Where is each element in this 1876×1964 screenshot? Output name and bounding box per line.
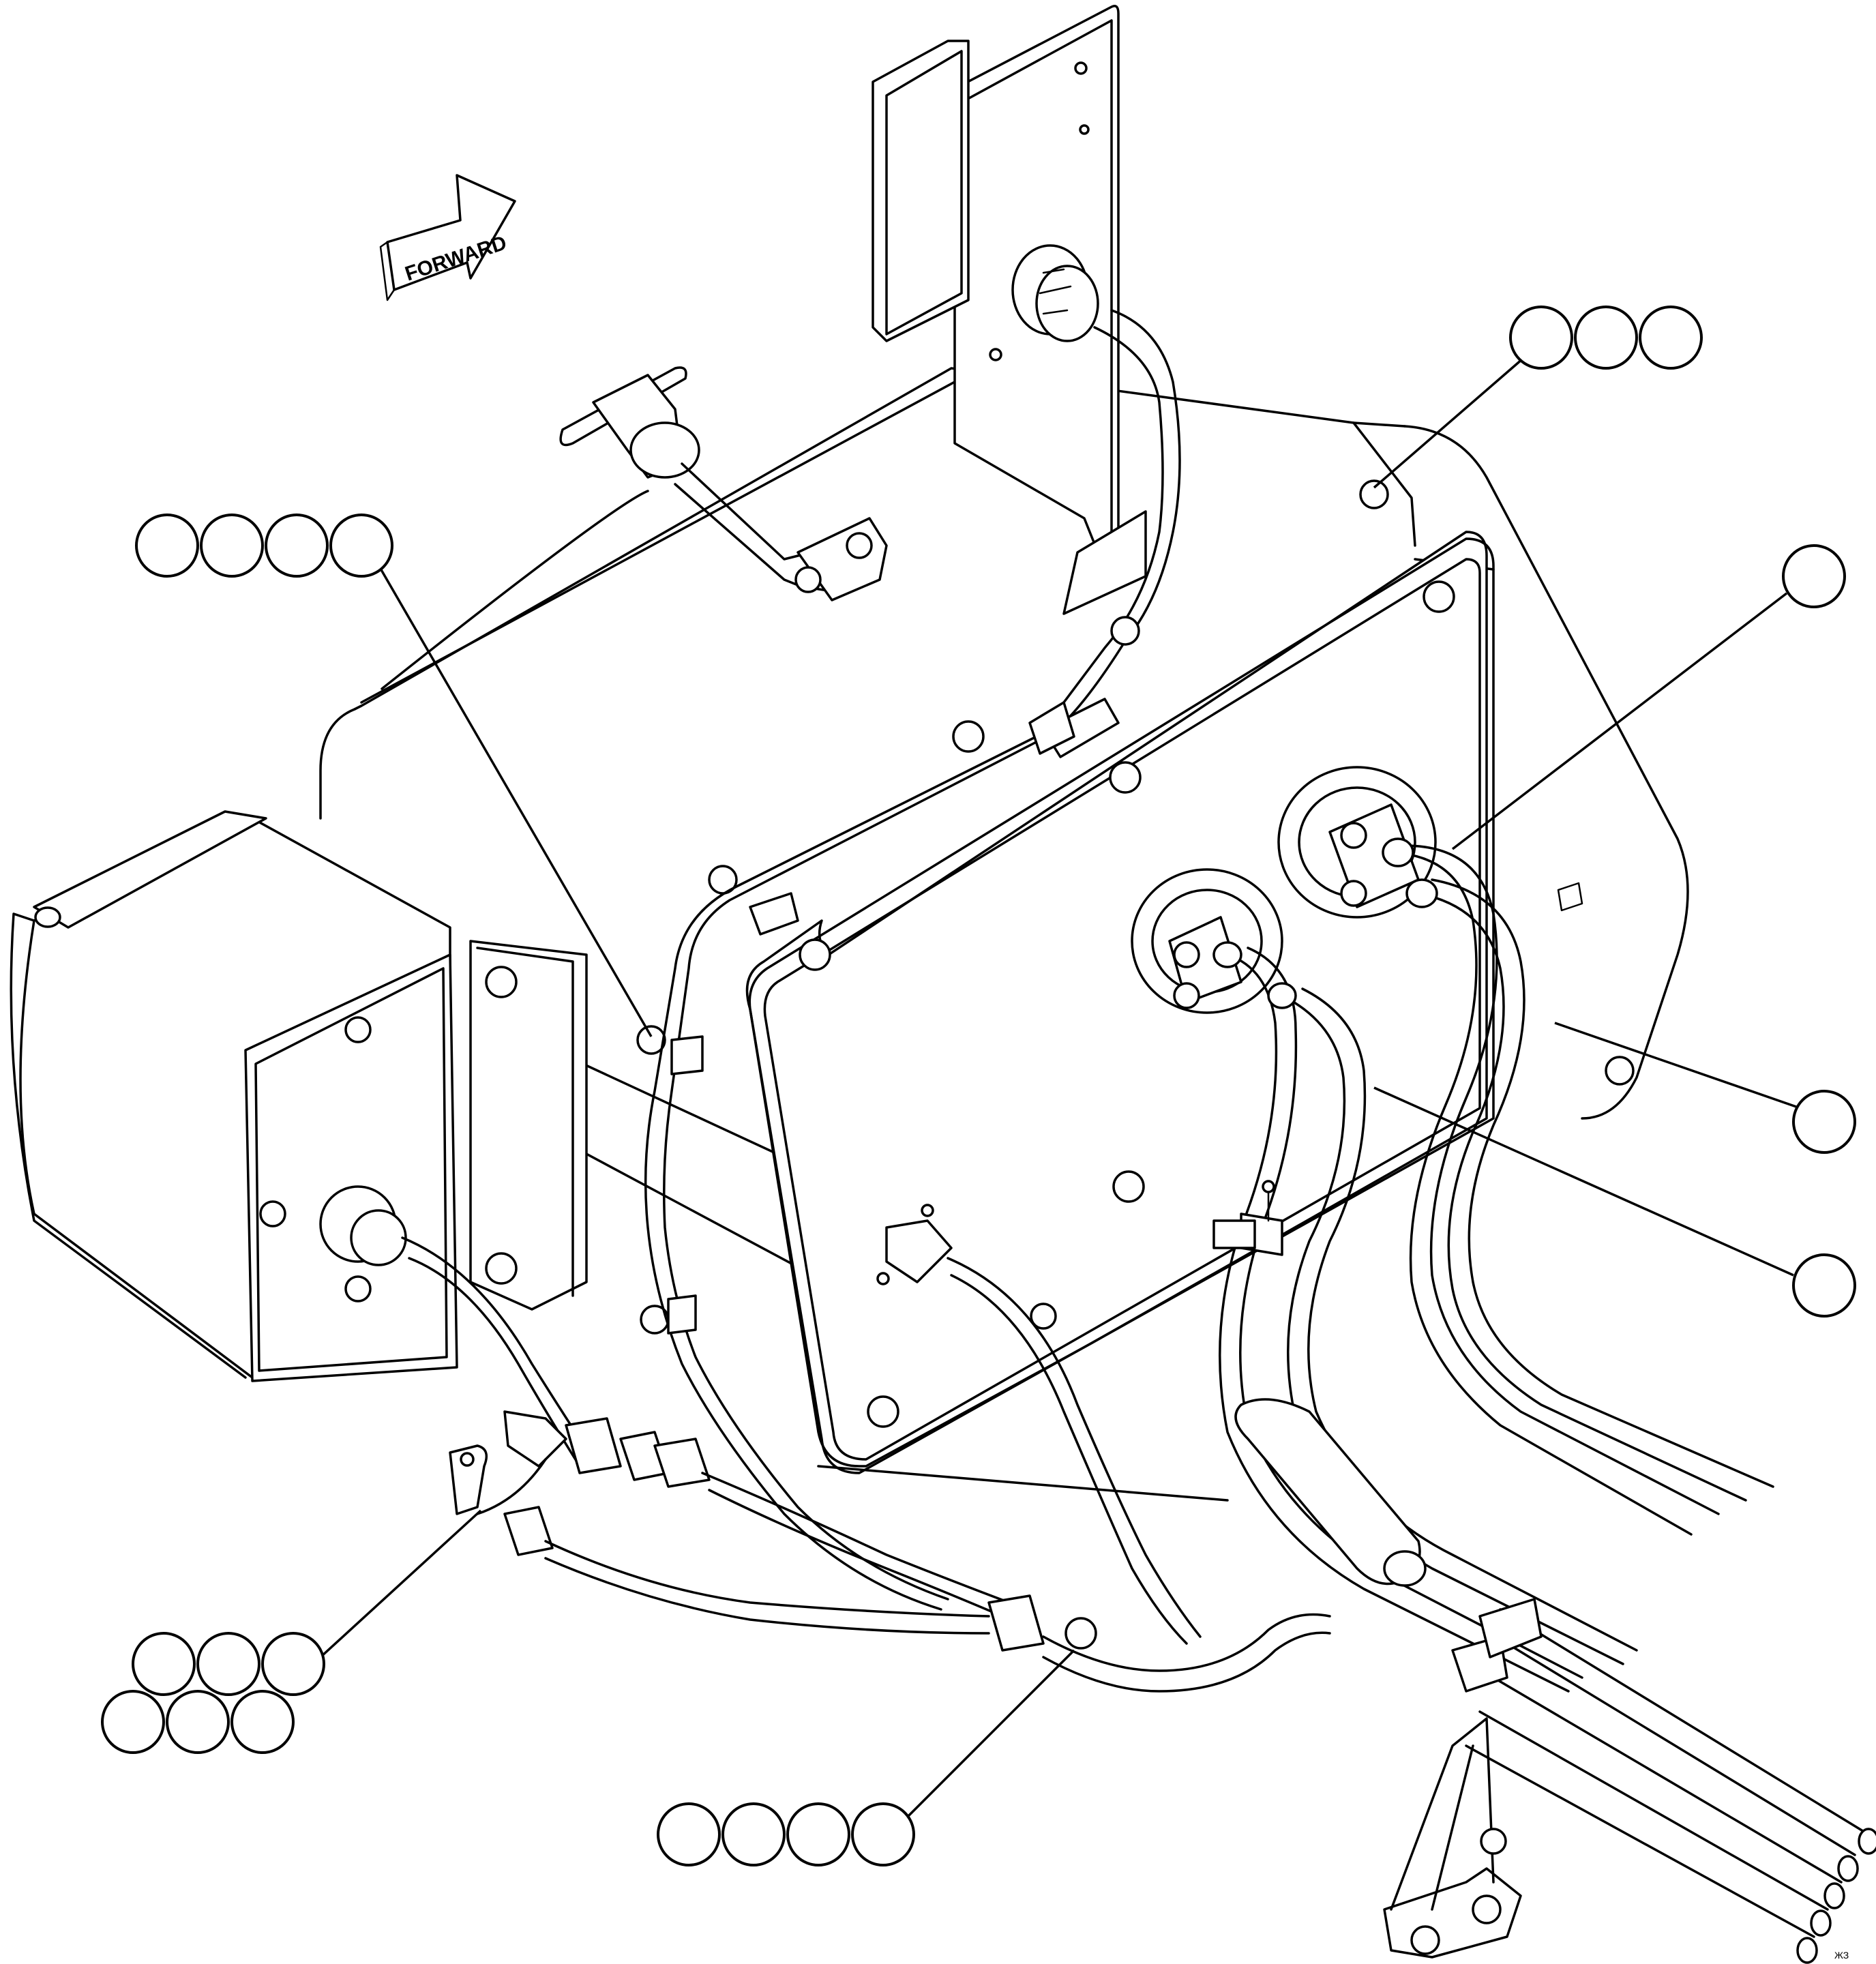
callout-right-single-lower [1373,1086,1856,1318]
terminal-studs [1131,766,1876,1964]
callout-balloon [196,1632,260,1696]
lower-harness [449,1410,1331,1693]
clamp-strut [381,366,888,690]
callout-balloon [1509,306,1573,370]
callout-top-right-group [1373,306,1703,489]
callout-bottom-center-group [657,1649,1075,1866]
callout-balloon [1574,306,1638,370]
callout-balloon [1782,544,1846,608]
callout-balloon [1792,1090,1856,1154]
callout-balloon [200,514,264,578]
bottom-bracket [1383,1598,1543,1959]
ground-clamp [1212,1180,1283,1256]
callout-right-single-top [1451,544,1846,850]
callout-balloon [135,514,199,578]
callout-balloon [230,1690,295,1754]
callout-right-single-middle [1554,1022,1856,1154]
rear-bracket [872,5,1181,724]
callout-balloon [851,1802,915,1866]
callout-balloon [657,1802,721,1866]
callout-balloon [261,1632,325,1696]
callout-balloon [786,1802,850,1866]
main-enclosure [319,367,1689,1502]
bolts [636,479,1635,1428]
callout-balloon [101,1690,165,1754]
callout-balloon [265,514,329,578]
callout-bottom-left-group [101,1509,482,1754]
left-junction-box [10,810,595,1468]
callout-balloon [721,1802,786,1866]
callout-balloon [1792,1253,1856,1318]
callout-balloon [1639,306,1703,370]
forward-arrow: FORWARD [379,174,516,301]
plug-connector [876,1204,1202,1645]
callout-left-group [135,514,653,1037]
figure-code: ЖЗ [1834,1950,1849,1961]
callout-balloon [132,1632,196,1696]
upper-harness [644,698,1120,1611]
callout-balloon [166,1690,230,1754]
callout-balloon [329,514,393,578]
